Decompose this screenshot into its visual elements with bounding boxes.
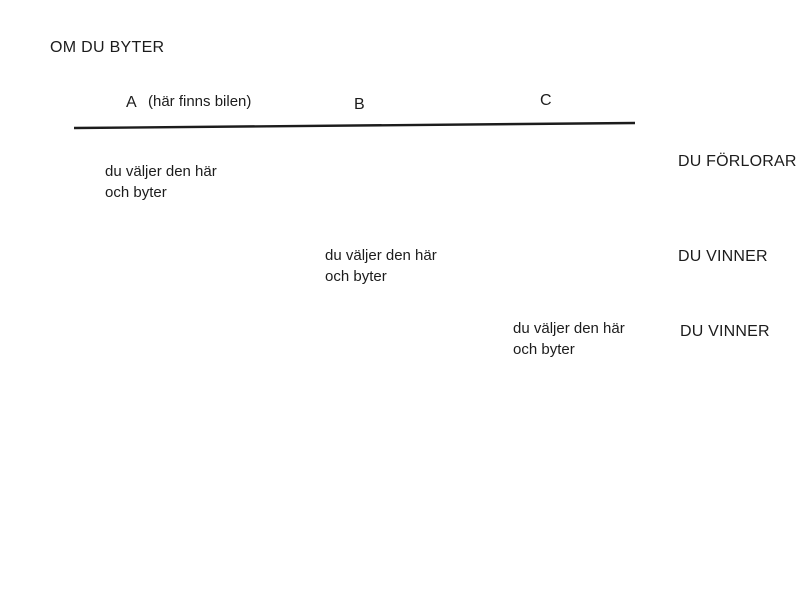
outcome-label-row-a: DU FÖRLORAR	[678, 153, 797, 170]
column-label-b: B	[354, 96, 365, 113]
choice-text-column-a: du väljer den här och byter	[105, 163, 217, 201]
choice-text-column-c: du väljer den här och byter	[513, 320, 625, 358]
choice-text-column-b: du väljer den här och byter	[325, 247, 437, 285]
diagram-title: OM DU BYTER	[50, 39, 165, 56]
column-label-c: C	[540, 92, 552, 109]
column-a-car-note: (här finns bilen)	[148, 93, 252, 110]
outcome-label-row-c: DU VINNER	[680, 323, 770, 340]
outcome-label-row-b: DU VINNER	[678, 248, 768, 265]
column-label-a: A	[126, 94, 137, 111]
